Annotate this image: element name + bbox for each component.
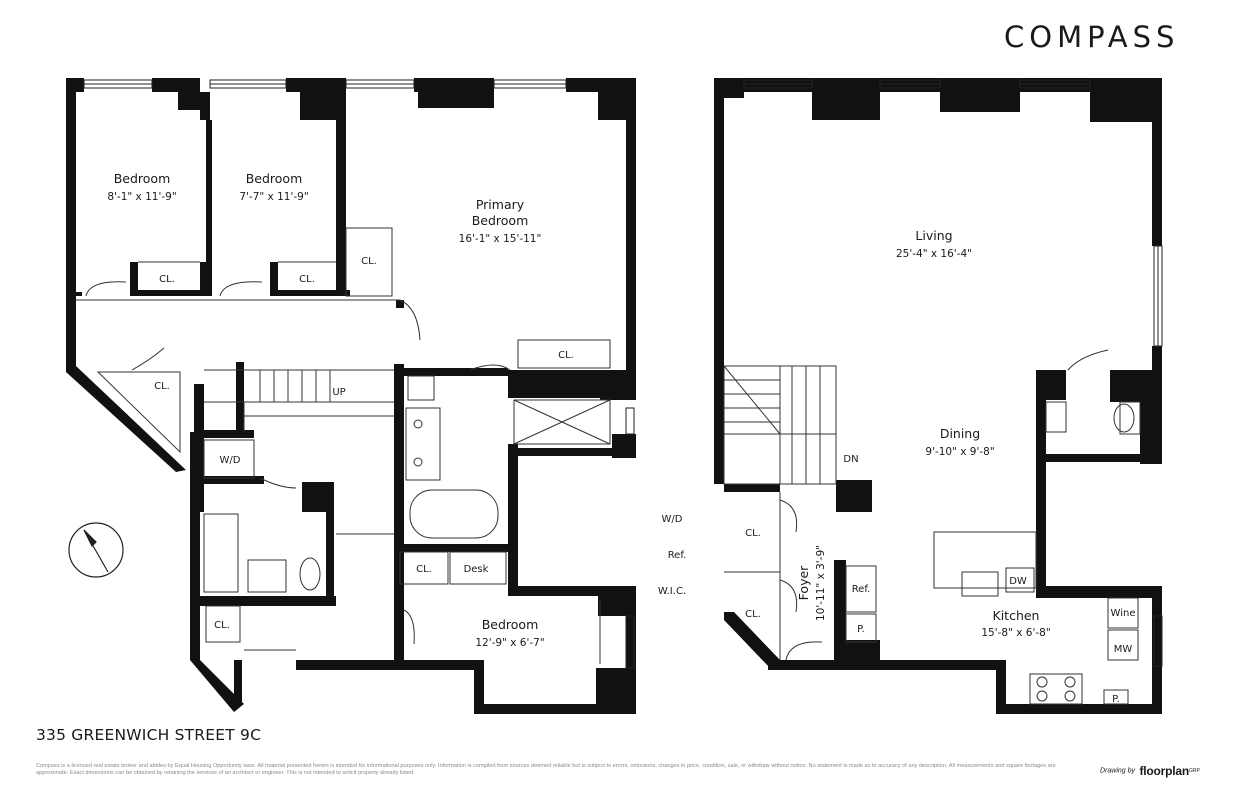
closet-label: CL. <box>416 564 432 575</box>
microwave-label: MW <box>1114 644 1133 655</box>
upper-fixtures <box>723 349 1141 705</box>
upper-labels: Living 25'-4" x 16'-4" Dining 9'-10" x 9… <box>745 228 1135 705</box>
credit-suffix: GRP <box>1189 767 1200 774</box>
dining-dim: 9'-10" x 9'-8" <box>925 446 994 458</box>
lower-fixtures <box>76 227 611 664</box>
dishwasher-label: DW <box>1009 576 1027 587</box>
listing-address: 335 GREENWICH STREET 9C <box>36 726 262 744</box>
foyer-label: Foyer <box>796 565 811 600</box>
closet-label: CL. <box>299 274 315 285</box>
bedroom1-label: Bedroom <box>114 171 171 186</box>
closet-label: CL. <box>154 381 170 392</box>
kitchen-dim: 15'-8" x 6'-8" <box>981 627 1050 639</box>
legend-wd: W/D <box>662 514 683 525</box>
credit-prefix: Drawing by <box>1100 767 1136 775</box>
closet-label: CL. <box>558 350 574 361</box>
stair-up-label: UP <box>332 387 345 398</box>
stair-down-label: DN <box>843 454 858 465</box>
closet-label: CL. <box>214 620 230 631</box>
primary-label2: Bedroom <box>472 213 529 228</box>
kitchen-label: Kitchen <box>993 608 1040 623</box>
credit-name: floorplan <box>1139 763 1189 778</box>
upper-floor-plan <box>714 78 1162 714</box>
compass-logo: COMPASS <box>1004 20 1180 54</box>
upper-stair-treads <box>723 365 821 484</box>
pantry-label: P. <box>1112 694 1120 705</box>
closet-label: CL. <box>745 528 761 539</box>
primary-label1: Primary <box>476 197 525 212</box>
closet-label: CL. <box>361 256 377 267</box>
bedroom2-label: Bedroom <box>246 171 303 186</box>
primary-dim: 16'-1" x 15'-11" <box>459 233 542 245</box>
legend-ref: Ref. <box>668 550 687 561</box>
closet-label: CL. <box>745 609 761 620</box>
bedroom1-dim: 8'-1" x 11'-9" <box>107 191 176 203</box>
bedroom2-dim: 7'-7" x 11'-9" <box>239 191 308 203</box>
lower-stair-treads <box>244 370 394 417</box>
legend: W/D Ref. W.I.C. <box>658 514 686 597</box>
closet-label: CL. <box>159 274 175 285</box>
disclaimer: Compass is a licensed real estate broker… <box>36 763 1056 776</box>
desk-label: Desk <box>464 564 489 575</box>
bedroom3-dim: 12'-9" x 6'-7" <box>475 637 544 649</box>
living-dim: 25'-4" x 16'-4" <box>896 248 972 260</box>
lower-labels: Bedroom 8'-1" x 11'-9" Bedroom 7'-7" x 1… <box>107 171 574 649</box>
pantry-label: P. <box>857 624 865 635</box>
compass-rose <box>68 522 124 578</box>
dining-label: Dining <box>940 426 980 441</box>
refrigerator-label: Ref. <box>852 584 871 595</box>
foyer-dim: 10'-11" x 3'-9" <box>815 545 827 621</box>
lower-windows <box>83 79 635 669</box>
wine-label: Wine <box>1111 608 1136 619</box>
living-label: Living <box>915 228 952 243</box>
bedroom3-label: Bedroom <box>482 617 539 632</box>
drawing-credit: Drawing by floorplanGRP <box>1100 762 1200 780</box>
upper-windows <box>743 79 1163 667</box>
washer-dryer-label: W/D <box>220 455 241 466</box>
lower-floor-plan <box>66 78 636 714</box>
legend-wic: W.I.C. <box>658 586 686 597</box>
